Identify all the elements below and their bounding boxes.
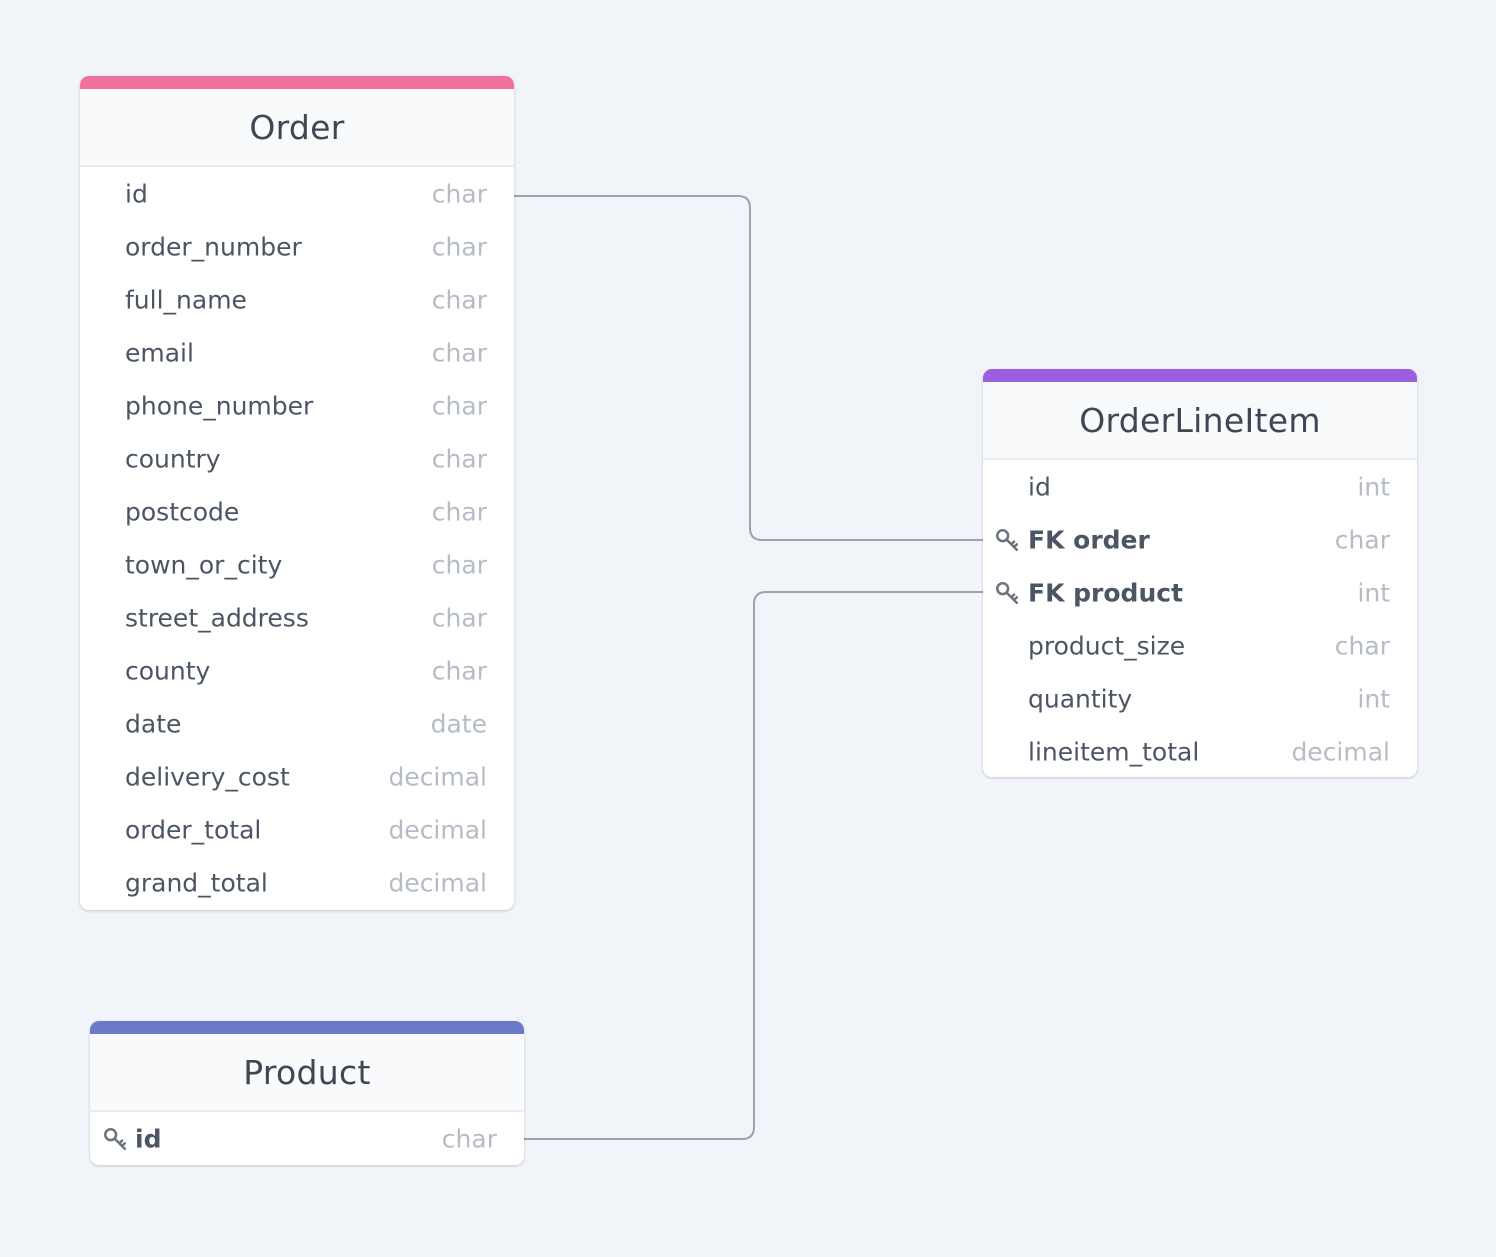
key-icon <box>996 581 1018 604</box>
field-name: id <box>125 179 148 208</box>
field-type: decimal <box>1291 737 1390 766</box>
field-type: char <box>431 391 487 420</box>
orderlineitem-table[interactable]: OrderLineItem id int FK order char FK pr… <box>983 369 1417 777</box>
order-field-row[interactable]: id char <box>80 167 514 220</box>
field-type: char <box>431 550 487 579</box>
orderlineitem-field-list: id int FK order char FK product int prod… <box>983 460 1417 777</box>
orderlineitem-field-row-fk[interactable]: FK product int <box>983 566 1417 619</box>
field-name: email <box>125 338 194 367</box>
field-type: char <box>431 497 487 526</box>
field-name: postcode <box>125 497 240 526</box>
field-name: order_number <box>125 232 302 261</box>
key-icon <box>104 1128 126 1150</box>
field-type: char <box>431 179 487 208</box>
field-type: char <box>431 656 487 685</box>
product-table[interactable]: Product id char <box>90 1021 524 1165</box>
field-type: decimal <box>388 762 487 791</box>
orderlineitem-field-row[interactable]: id int <box>983 460 1417 513</box>
field-type: int <box>1357 578 1390 607</box>
order-field-row[interactable]: postcode char <box>80 485 514 538</box>
key-icon <box>996 528 1018 551</box>
field-name: date <box>125 709 182 738</box>
order-field-row[interactable]: email char <box>80 326 514 379</box>
field-type: char <box>431 285 487 314</box>
field-type: char <box>431 444 487 473</box>
field-type: date <box>430 709 487 738</box>
field-name: full_name <box>125 285 247 314</box>
field-name: FK product <box>1028 578 1184 607</box>
order-table-accent-bar <box>80 76 514 89</box>
field-name: id <box>135 1124 162 1154</box>
orderlineitem-field-row[interactable]: quantity int <box>983 672 1417 725</box>
order-table[interactable]: Order id char order_number char full_nam… <box>80 76 514 910</box>
field-type: char <box>431 338 487 367</box>
field-name: FK order <box>1028 525 1150 554</box>
order-field-row[interactable]: order_total decimal <box>80 803 514 856</box>
order-field-row[interactable]: county char <box>80 644 514 697</box>
field-name: quantity <box>1028 684 1133 713</box>
order-field-row[interactable]: grand_total decimal <box>80 856 514 909</box>
field-name: product_size <box>1028 631 1186 660</box>
field-name: street_address <box>125 603 309 632</box>
field-type: decimal <box>388 868 487 897</box>
field-type: char <box>431 603 487 632</box>
order-field-row[interactable]: delivery_cost decimal <box>80 750 514 803</box>
field-name: town_or_city <box>125 550 283 579</box>
field-name: id <box>1028 472 1051 501</box>
field-type: char <box>441 1124 497 1154</box>
orderlineitem-field-row[interactable]: product_size char <box>983 619 1417 672</box>
field-type: int <box>1357 472 1390 501</box>
order-field-row[interactable]: town_or_city char <box>80 538 514 591</box>
field-type: char <box>1334 525 1390 554</box>
product-table-accent-bar <box>90 1021 524 1034</box>
orderlineitem-table-title: OrderLineItem <box>983 382 1417 460</box>
order-field-row[interactable]: phone_number char <box>80 379 514 432</box>
orderlineitem-field-row[interactable]: lineitem_total decimal <box>983 725 1417 777</box>
order-field-row[interactable]: date date <box>80 697 514 750</box>
order-table-title: Order <box>80 89 514 167</box>
order-field-row[interactable]: full_name char <box>80 273 514 326</box>
field-type: char <box>431 232 487 261</box>
order-field-row[interactable]: order_number char <box>80 220 514 273</box>
product-field-list: id char <box>90 1112 524 1165</box>
field-name: county <box>125 656 211 685</box>
order-field-row[interactable]: country char <box>80 432 514 485</box>
field-name: phone_number <box>125 391 314 420</box>
field-type: char <box>1334 631 1390 660</box>
field-name: delivery_cost <box>125 762 290 791</box>
connector-product-id-to-orderlineitem-product[interactable] <box>524 591 983 1140</box>
order-field-list: id char order_number char full_name char… <box>80 167 514 909</box>
order-field-row[interactable]: street_address char <box>80 591 514 644</box>
field-type: decimal <box>388 815 487 844</box>
field-name: grand_total <box>125 868 268 897</box>
field-type: int <box>1357 684 1390 713</box>
product-table-title: Product <box>90 1034 524 1112</box>
product-field-row-pk[interactable]: id char <box>90 1112 524 1165</box>
field-name: lineitem_total <box>1028 737 1200 766</box>
orderlineitem-table-accent-bar <box>983 369 1417 382</box>
field-name: country <box>125 444 221 473</box>
orderlineitem-field-row-fk[interactable]: FK order char <box>983 513 1417 566</box>
connector-order-id-to-orderlineitem-order[interactable] <box>514 195 983 541</box>
field-name: order_total <box>125 815 262 844</box>
